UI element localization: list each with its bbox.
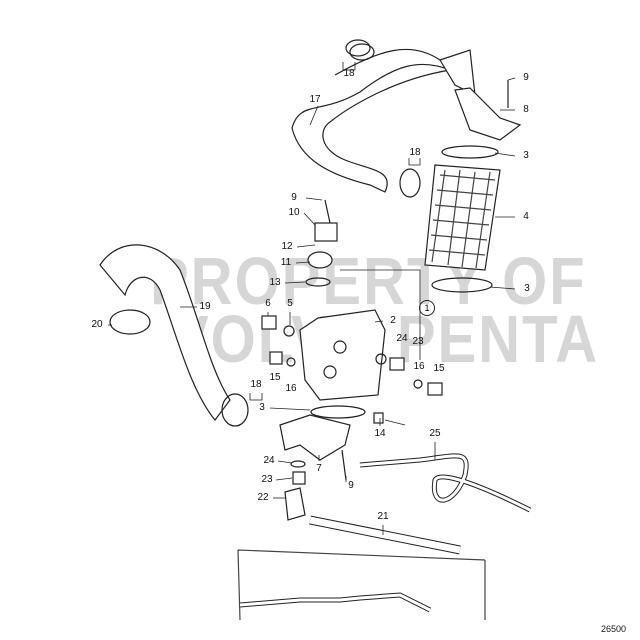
callout-6: 6 xyxy=(265,298,271,309)
callout-3: 3 xyxy=(524,283,530,294)
plug-6 xyxy=(261,315,277,330)
callout-18: 18 xyxy=(343,68,355,79)
callout-18: 18 xyxy=(409,147,421,158)
hose-19 xyxy=(99,244,231,421)
callout-16: 16 xyxy=(413,361,425,372)
washer-5 xyxy=(283,325,295,337)
plug-15-right xyxy=(427,382,443,396)
callout-3: 3 xyxy=(259,402,265,413)
callout-9: 9 xyxy=(523,72,529,83)
clamp-18-top xyxy=(345,39,371,57)
callout-3: 3 xyxy=(523,150,529,161)
callout-12: 12 xyxy=(281,241,293,252)
watermark-line-1: PROPERTY OF xyxy=(150,244,587,319)
callout-19: 19 xyxy=(199,301,211,312)
callout-24: 24 xyxy=(263,455,275,466)
washer-24-lower xyxy=(290,460,306,468)
elbow-7 xyxy=(279,414,351,461)
bolt-14 xyxy=(373,412,384,424)
clamp-20 xyxy=(109,309,151,335)
elbow-22 xyxy=(284,487,306,521)
callout-11: 11 xyxy=(280,257,292,268)
callout-23: 23 xyxy=(412,336,424,347)
callout-8: 8 xyxy=(523,104,529,115)
washer-16-right xyxy=(413,379,423,389)
callout-15: 15 xyxy=(433,363,445,374)
callout-2: 2 xyxy=(390,315,396,326)
callout-16: 16 xyxy=(285,383,297,394)
clamp-18-lower xyxy=(221,393,249,427)
callout-9: 9 xyxy=(291,192,297,203)
variant-bracket xyxy=(237,549,486,621)
thermostat-11 xyxy=(307,251,333,269)
callout-7: 7 xyxy=(316,463,322,474)
callout-9: 9 xyxy=(348,480,354,491)
washer-24 xyxy=(375,353,387,365)
reference-number: 26500 xyxy=(600,624,626,634)
nipple-23-lower xyxy=(292,471,306,485)
callout-23: 23 xyxy=(261,474,273,485)
callout-5: 5 xyxy=(287,298,293,309)
callout-24: 24 xyxy=(396,333,408,344)
thermostat-cover-10 xyxy=(314,222,338,242)
callout-4: 4 xyxy=(523,211,529,222)
callout-20: 20 xyxy=(91,319,103,330)
callout-14: 14 xyxy=(374,428,386,439)
o-ring-3-bottom xyxy=(431,277,493,293)
nipple-23 xyxy=(389,357,405,371)
callout-21: 21 xyxy=(377,511,389,522)
callout-15: 15 xyxy=(269,372,281,383)
housing-2 xyxy=(299,309,386,401)
bolt-9-lower xyxy=(341,449,347,481)
callout-25: 25 xyxy=(429,428,441,439)
seal-13 xyxy=(305,277,331,287)
callout-10: 10 xyxy=(288,207,300,218)
o-ring-3-top xyxy=(441,145,499,159)
hose-17 xyxy=(291,48,451,193)
callout-13: 13 xyxy=(269,277,281,288)
callout-22: 22 xyxy=(257,492,269,503)
strainer-4 xyxy=(424,164,501,271)
clamp-18-mid xyxy=(399,168,421,198)
callout-17: 17 xyxy=(309,94,321,105)
washer-16-left xyxy=(286,357,296,367)
o-ring-3-lower xyxy=(310,405,366,419)
leader-lines xyxy=(108,62,516,535)
bolt-9-upper xyxy=(324,199,331,224)
callout-18: 18 xyxy=(250,379,262,390)
elbow-8 xyxy=(454,87,522,141)
plug-15-left xyxy=(269,351,283,365)
group-marker-1: 1 xyxy=(419,300,435,316)
